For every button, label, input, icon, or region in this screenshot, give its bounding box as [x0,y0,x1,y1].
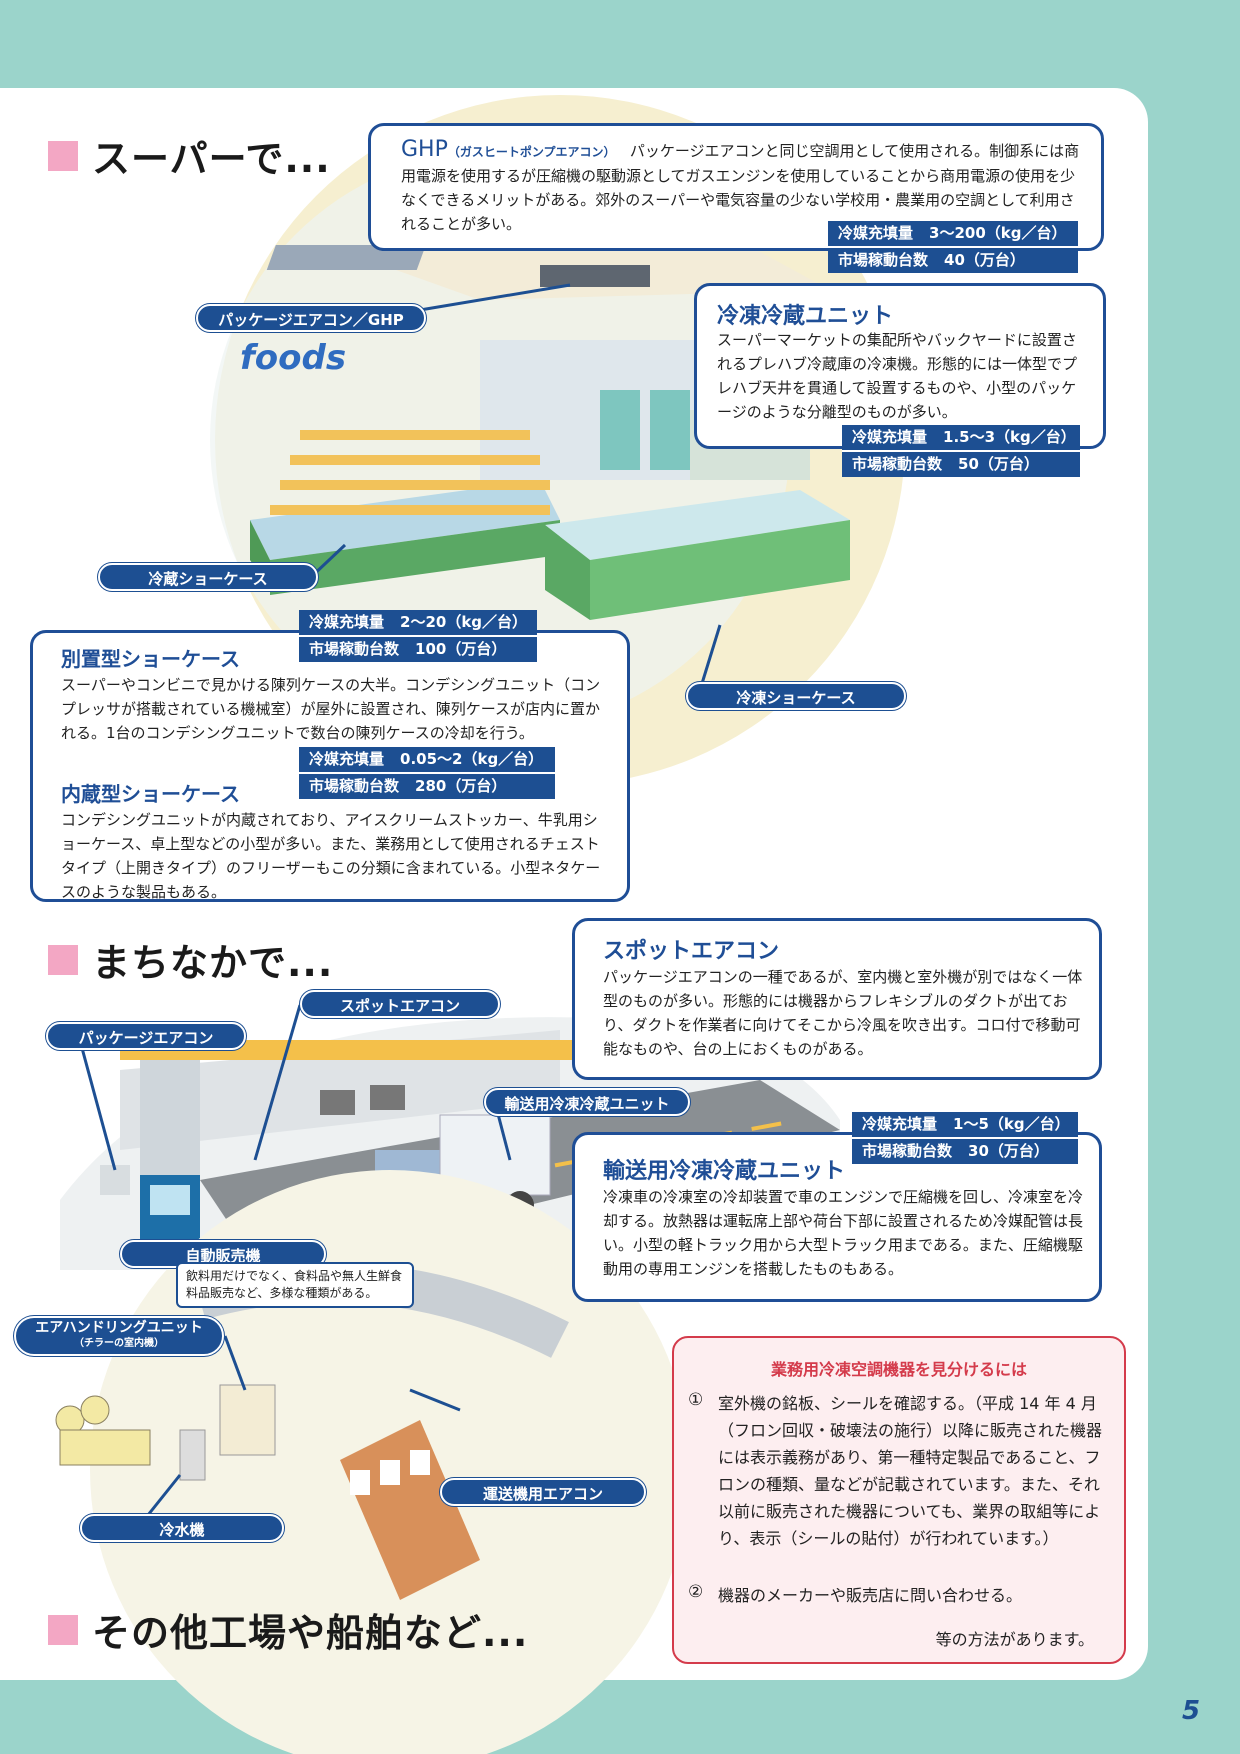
stat-label: 冷媒充填量 [309,750,385,768]
reizo-unit-stats: 冷媒充填量 1.5〜3（kg／台） 市場稼動台数 50（万台） [842,425,1080,477]
stat-label: 冷媒充填量 [852,428,928,446]
label-reizo-showcase: 冷蔵ショーケース [98,563,318,591]
label-transport: 輸送用冷凍冷蔵ユニット [484,1088,690,1116]
label-ahu: エアハンドリングユニット （チラーの室内機） [14,1316,224,1356]
stat-value: 2〜20（kg／台） [400,613,528,631]
label-package-ghp: パッケージエアコン／GHP [196,304,426,332]
water-cooler [179,1429,206,1481]
reizo-showcase [250,480,560,560]
stat-label: 市場稼動台数 [309,640,400,658]
label-spot: スポットエアコン [300,990,500,1018]
naizo-stats: 冷媒充填量 0.05〜2（kg／台） 市場稼動台数 280（万台） [299,747,555,799]
pink-square-icon [48,1614,78,1645]
reizo-unit-title: 冷凍冷蔵ユニット [717,304,894,329]
stat-value: 3〜200（kg／台） [929,224,1067,242]
ghp-text: パッケージエアコンと同じ空調用として使用される。制御系には商用電源を使用するが圧… [401,142,1080,233]
label-package: パッケージエアコン [46,1022,246,1050]
howto-footer: 等の方法があります。 [935,1630,1094,1649]
stat-value: 0.05〜2（kg／台） [400,750,544,768]
transport-title: 輸送用冷凍冷蔵ユニット [603,1159,846,1184]
label-reito-showcase: 冷凍ショーケース [686,682,906,710]
ghp-stats: 冷媒充填量 3〜200（kg／台） 市場稼動台数 40（万台） [828,221,1078,273]
betsuchi-text: スーパーやコンビニで見かける陳列ケースの大半。コンデシングユニット（コンプレッサ… [61,676,601,742]
howto-item1: 室外機の銘板、シールを確認する。（平成 14 年 4 月（フロン回収・破壊法の施… [718,1394,1103,1548]
howto-item2: 機器のメーカーや販売店に問い合わせる。 [718,1586,1023,1605]
spot-title: スポットエアコン [603,939,780,964]
stat-label: 市場稼動台数 [838,251,929,269]
ceiling-ac-unit [266,245,426,270]
ghp-card: GHP（ガスヒートポンプエアコン） パッケージエアコンと同じ空調用として使用され… [368,123,1104,251]
page-number: 5 [1182,1696,1201,1726]
stat-value: 40（万台） [944,251,1025,269]
transport-stats: 冷媒充填量 1〜5（kg／台） 市場稼動台数 30（万台） [852,1112,1078,1164]
howto-title: 業務用冷凍空調機器を見分けるには [770,1360,1027,1379]
section-header-supermarket: スーパーで... [48,128,331,183]
transport-text: 冷凍車の冷凍室の冷却装置で車のエンジンで圧縮機を回し、冷凍室を冷却する。放熱器は… [603,1188,1084,1278]
stat-label: 冷媒充填量 [862,1115,938,1133]
ghp-subtitle: （ガスヒートポンプエアコン） [447,145,616,159]
naizo-text: コンデシングユニットが内蔵されており、アイスクリームストッカー、牛乳用ショーケー… [61,811,601,901]
howto-box: 業務用冷凍空調機器を見分けるには ① 室外機の銘板、シールを確認する。（平成 1… [672,1336,1126,1664]
reizo-unit-text: スーパーマーケットの集配所やバックヤードに設置されるプレハブ冷蔵庫の冷凍機。形態… [717,331,1078,421]
stat-label: 市場稼動台数 [862,1142,953,1160]
vending-note: 飲料用だけでなく、食料品や無人生鮮食料品販売など、多様な種類がある。 [176,1262,414,1308]
section-title: その他工場や船舶など... [92,1611,529,1655]
label-chiller: 冷水機 [80,1514,284,1542]
stat-label: 冷媒充填量 [309,613,385,631]
train [340,1420,480,1600]
spot-card: スポットエアコン パッケージエアコンの一種であるが、室内機と室外機が別ではなく一… [572,918,1102,1080]
stat-value: 1.5〜3（kg／台） [943,428,1076,446]
ghp-indoor-unit [540,265,650,287]
label-ahu-main: エアハンドリングユニット [35,1320,203,1336]
betsuchi-title: 別置型ショーケース [61,647,240,671]
label-train: 運送機用エアコン [440,1478,646,1506]
section-header-town: まちなかで... [48,932,333,987]
stat-value: 30（万台） [968,1142,1049,1160]
stat-label: 市場稼動台数 [852,455,943,473]
ghp-title: GHP [401,137,448,162]
stat-value: 50（万台） [958,455,1039,473]
howto-item2-num: ② [688,1582,704,1602]
label-ahu-sub: （チラーの室内機） [74,1338,164,1349]
stat-value: 100（万台） [415,640,507,658]
stat-value: 1〜5（kg／台） [953,1115,1070,1133]
howto-item1-num: ① [688,1390,704,1410]
pink-square-icon [48,944,78,975]
ahu-unit [219,1384,276,1456]
reizo-unit-card: 冷凍冷蔵ユニット スーパーマーケットの集配所やバックヤードに設置されるプレハブ冷… [694,283,1106,449]
stat-value: 280（万台） [415,777,507,795]
naizo-title: 内蔵型ショーケース [61,782,240,806]
section-header-other: その他工場や船舶など... [48,1602,528,1657]
foods-sign: foods [240,338,347,378]
reito-showcase [545,490,850,560]
section-title: まちなかで... [92,941,334,985]
betsuchi-stats: 冷媒充填量 2〜20（kg／台） 市場稼動台数 100（万台） [299,610,537,662]
section-title: スーパーで... [92,137,331,181]
stat-label: 市場稼動台数 [309,777,400,795]
spot-text: パッケージエアコンの一種であるが、室内機と室外機が別ではなく一体型のものが多い。… [603,968,1083,1058]
stat-label: 冷媒充填量 [838,224,914,242]
pink-square-icon [48,140,78,171]
